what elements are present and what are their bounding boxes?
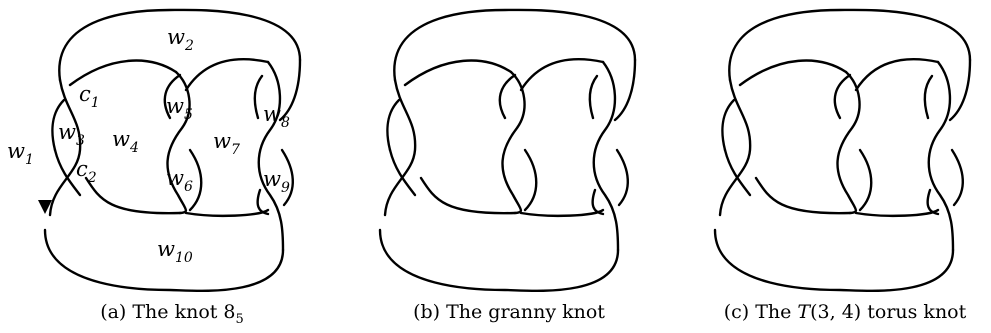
label-c1: c1 — [79, 82, 100, 111]
label-w7: w7 — [213, 129, 240, 158]
label-w10: w10 — [157, 237, 193, 266]
label-w6: w6 — [166, 166, 193, 195]
label-w5: w5 — [166, 94, 193, 123]
label-c2: c2 — [76, 157, 97, 186]
orientation-arrow-icon — [38, 200, 52, 214]
label-w9: w9 — [263, 167, 290, 196]
caption-b: (b) The granny knot — [413, 301, 605, 323]
label-w3: w3 — [58, 120, 85, 149]
caption-c: (c) The T(3, 4) torus knot — [724, 301, 967, 323]
torus-knot-diagram — [713, 8, 972, 293]
label-w4: w4 — [112, 127, 139, 156]
label-w1: w1 — [7, 139, 34, 168]
panel-c: (c) The T(3, 4) torus knot — [713, 8, 972, 323]
label-w8: w8 — [263, 102, 290, 131]
label-w2: w2 — [167, 25, 194, 54]
panel-a: w2 c1 w1 w3 w4 w5 w6 w7 w8 w9 c2 w10 (a)… — [7, 8, 302, 327]
caption-a: (a) The knot 85 — [100, 301, 244, 327]
granny-knot-diagram — [378, 8, 637, 293]
panel-b: (b) The granny knot — [378, 8, 637, 323]
